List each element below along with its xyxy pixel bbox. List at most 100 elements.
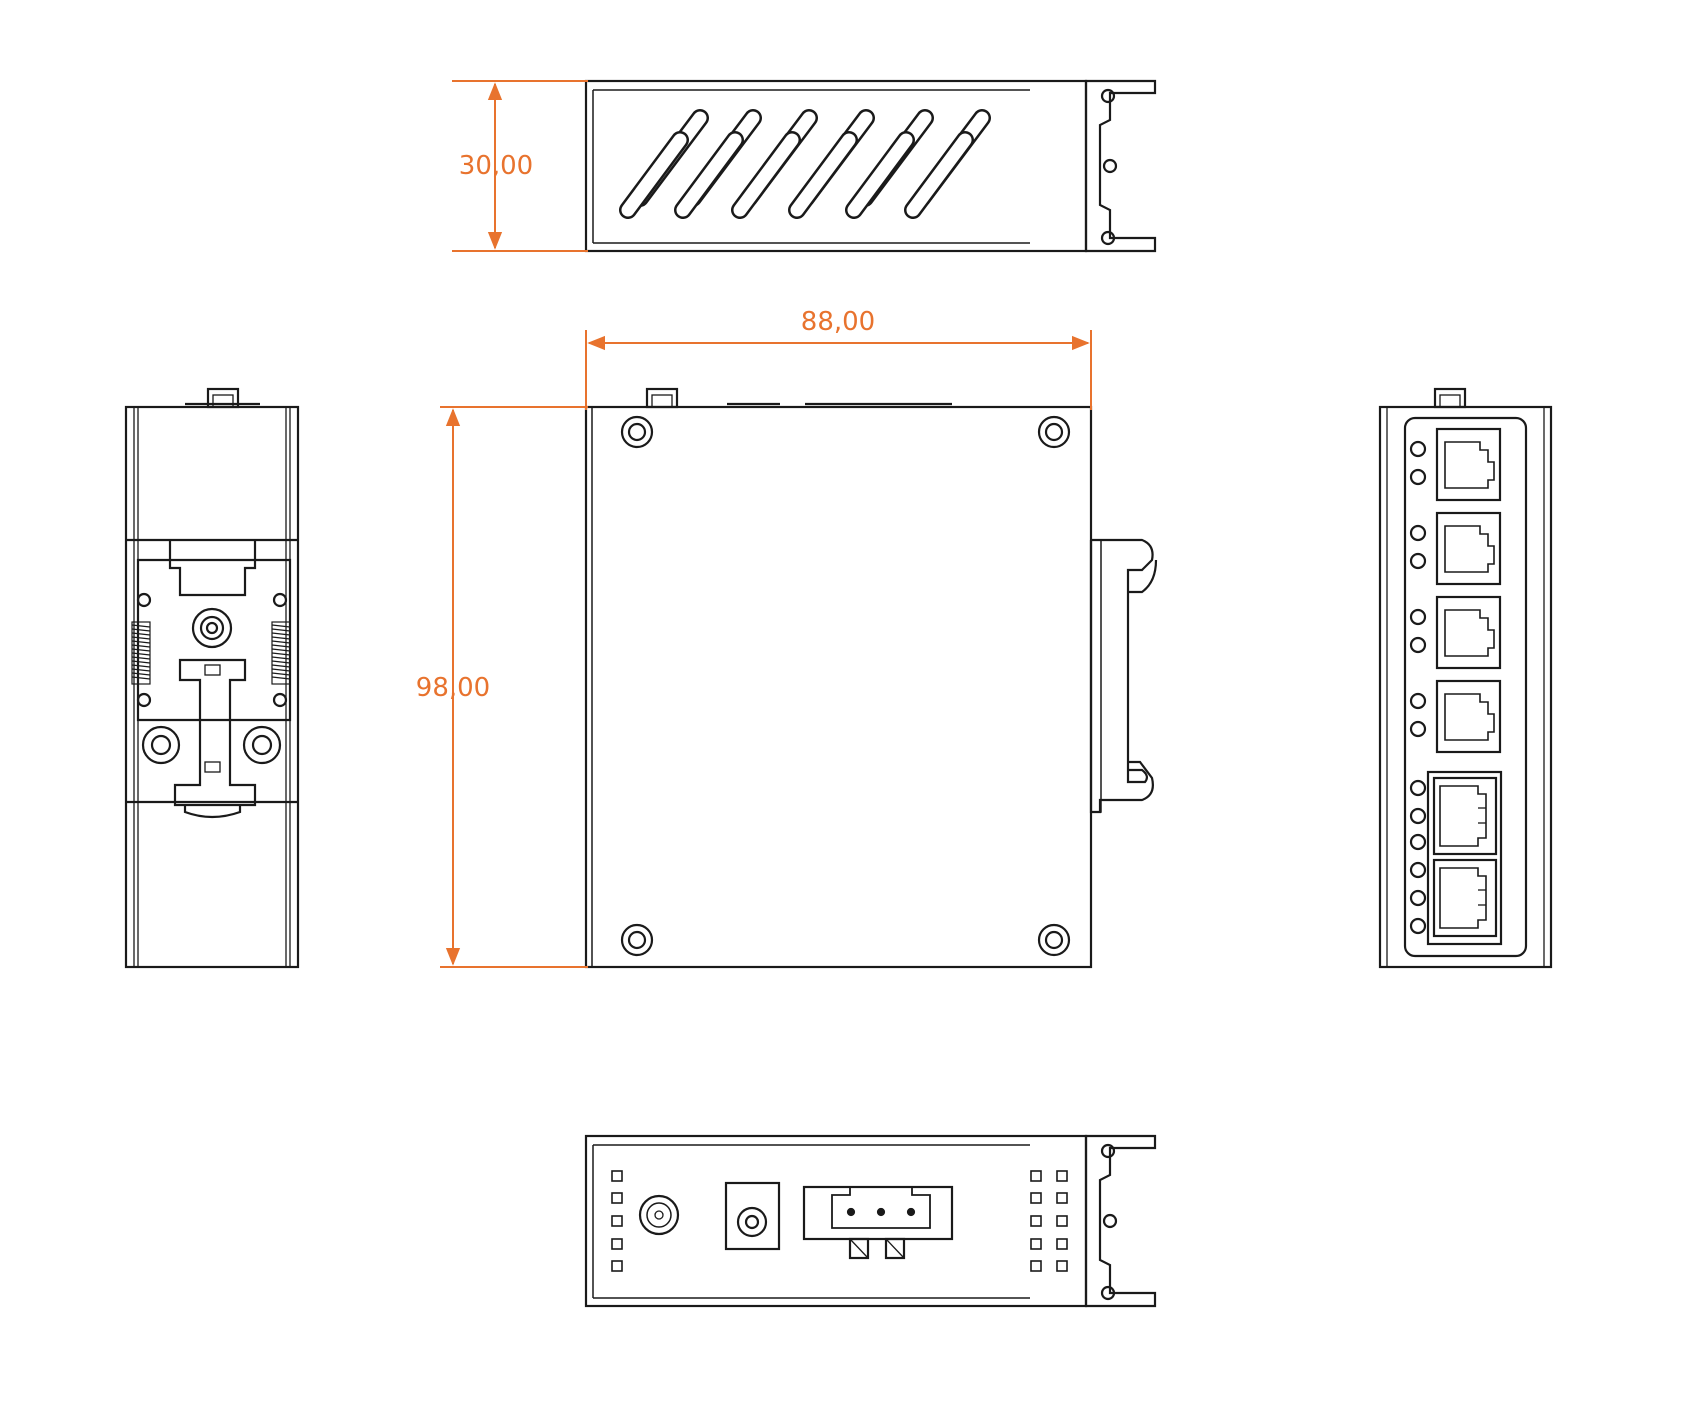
front-body: [584, 405, 1093, 969]
sfp-cage: [1426, 770, 1503, 946]
led-indicators-left: [611, 1170, 623, 1272]
spring-right: [271, 621, 291, 685]
spring-coil: [271, 652, 291, 656]
dim-label-98: 98,00: [416, 673, 490, 703]
spring-coil: [131, 648, 151, 652]
screw-top-left: [620, 415, 654, 449]
led-square: [611, 1192, 623, 1204]
spring-coil: [271, 672, 291, 676]
spring-coil: [131, 664, 151, 668]
led-square: [1030, 1170, 1042, 1182]
led-indicators-right: [1030, 1170, 1068, 1272]
led-square: [1056, 1260, 1068, 1272]
port-led: [1409, 917, 1427, 935]
port-led: [1409, 807, 1427, 825]
bottom-view: [584, 1134, 1157, 1308]
din-latch: [173, 658, 257, 807]
dim-label-88: 88,00: [801, 307, 875, 337]
spring-coil: [271, 624, 291, 628]
led-square: [611, 1170, 623, 1182]
vent-slot-lower-inner: [790, 133, 856, 217]
port-led: [1409, 833, 1427, 851]
spring-coil: [271, 648, 291, 652]
vent-slot-lower-inner: [733, 133, 799, 217]
front-din-clip: [1089, 538, 1158, 814]
spring-coil: [271, 640, 291, 644]
port-led: [1409, 636, 1427, 654]
spring-outline: [271, 621, 291, 685]
port-led: [1409, 720, 1427, 738]
spring-coil: [271, 676, 291, 680]
spring-coil: [131, 628, 151, 632]
led-square: [1030, 1192, 1042, 1204]
dc-jack: [724, 1181, 781, 1251]
terminal-block: [802, 1185, 954, 1260]
led-square: [1056, 1192, 1068, 1204]
port-led: [1409, 861, 1427, 879]
left-view: [124, 387, 300, 969]
port-led: [1409, 608, 1427, 626]
spring-coil: [131, 632, 151, 636]
rj45-port[interactable]: [1435, 679, 1502, 754]
spring-coil: [271, 664, 291, 668]
spring-coil: [271, 656, 291, 660]
rj45-port[interactable]: [1435, 427, 1502, 502]
vent-slot-lower-inner: [847, 133, 913, 217]
port-led: [1409, 779, 1427, 797]
spring-coil: [271, 660, 291, 664]
spring-coil: [131, 624, 151, 628]
sfp-port[interactable]: [1432, 858, 1498, 938]
spring-coil: [131, 676, 151, 680]
bottom-body: [584, 1134, 1088, 1308]
ventilation-slots: [619, 109, 991, 219]
spring-coil: [131, 636, 151, 640]
led-square: [1030, 1260, 1042, 1272]
screw-top-right: [1037, 415, 1071, 449]
port-led: [1409, 468, 1427, 486]
spring-coil: [131, 652, 151, 656]
vent-slot-lower-inner: [676, 133, 742, 217]
spring-coil: [131, 668, 151, 672]
dimension-width: 88,00: [585, 307, 1092, 410]
port-column: [1409, 427, 1503, 946]
spring-coil: [271, 632, 291, 636]
led-square: [1030, 1238, 1042, 1250]
spring-coil: [131, 660, 151, 664]
led-square: [1056, 1215, 1068, 1227]
screw-bottom-left: [620, 923, 654, 957]
left-body: [124, 405, 300, 969]
spring-coil: [131, 644, 151, 648]
dimension-height-top: 30,00: [452, 80, 588, 252]
spring-coil: [131, 672, 151, 676]
led-square: [1056, 1238, 1068, 1250]
vent-slot-lower-inner: [906, 133, 972, 217]
led-square: [1030, 1215, 1042, 1227]
spring-left: [131, 621, 151, 685]
spring-coil: [271, 644, 291, 648]
led-square: [611, 1215, 623, 1227]
spring-coil: [131, 640, 151, 644]
led-square: [611, 1260, 623, 1272]
port-led: [1409, 889, 1427, 907]
screw-bottom-right: [1037, 923, 1071, 957]
spring-coil: [131, 656, 151, 660]
front-view: [584, 387, 1158, 969]
rj45-port[interactable]: [1435, 595, 1502, 670]
top-view: [584, 79, 1157, 253]
bottom-view-din-clip: [1084, 1134, 1157, 1308]
dim-label-30: 30,00: [459, 151, 533, 181]
led-square: [611, 1238, 623, 1250]
spring-coil: [271, 628, 291, 632]
rj45-port[interactable]: [1435, 511, 1502, 586]
top-view-din-clip: [1084, 79, 1157, 253]
sfp-port[interactable]: [1432, 776, 1498, 856]
spring-outline: [131, 621, 151, 685]
spring-coil: [271, 636, 291, 640]
port-led: [1409, 524, 1427, 542]
port-led: [1409, 440, 1427, 458]
led-square: [1056, 1170, 1068, 1182]
din-bracket: [136, 558, 292, 722]
vent-slot-lower-inner: [621, 133, 687, 217]
round-connector: [638, 1194, 680, 1236]
